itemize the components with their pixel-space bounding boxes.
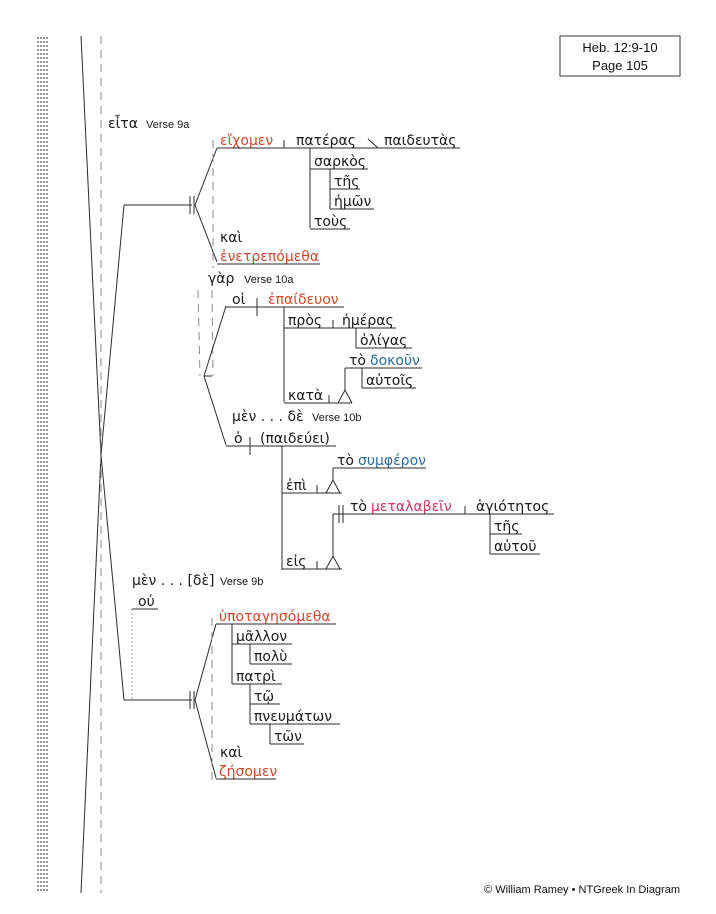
word-men-de: μὲν . . . δὲ xyxy=(232,409,304,425)
word-hemon: ἡμῶν xyxy=(334,194,372,210)
word-hoi: οἱ xyxy=(232,292,246,308)
word-to-dat: τῷ xyxy=(254,689,274,705)
label-verse-10a: Verse 10a xyxy=(244,274,294,286)
word-hypotagesometha: ὑποταγησόμεθα xyxy=(219,609,331,625)
kata-phrase: κατὰ τὸ δοκοῦν αὐτοῖς xyxy=(284,353,422,404)
hypotagesometha-modifiers: μᾶλλον πολὺ πατρὶ τῷ πνευμάτων τῶν xyxy=(231,624,340,745)
label-verse-9b: Verse 9b xyxy=(220,576,263,588)
word-kata: κατὰ xyxy=(288,388,323,404)
word-tes-2: τῆς xyxy=(494,519,520,535)
word-men-de-b: μὲν . . . [δὲ] xyxy=(132,573,215,589)
word-poly: πολὺ xyxy=(254,649,287,665)
word-enetrepometha: ἐνετρεπόμεθα xyxy=(220,249,319,265)
page-border xyxy=(37,37,48,893)
word-to-2: τὸ xyxy=(337,453,354,469)
word-oligas: ὀλίγας xyxy=(360,333,407,349)
word-pateras: πατέρας xyxy=(296,133,356,149)
word-gar: γὰρ xyxy=(208,271,235,287)
main-rules xyxy=(80,35,102,894)
word-ou: οὐ xyxy=(138,594,155,610)
word-tes-1: τῆς xyxy=(334,174,360,190)
eis-phrase: εἰς τὸ μεταλαβεῖν ἁγιότητος τῆς αὐτοῦ xyxy=(282,499,554,570)
word-pros: πρὸς xyxy=(288,313,322,329)
word-mallon: μᾶλλον xyxy=(236,629,287,645)
word-eichomen: εἴχομεν xyxy=(220,133,273,149)
word-autois: αὐτοῖς xyxy=(366,373,413,389)
word-patri: πατρὶ xyxy=(236,669,276,685)
clause-1-fork xyxy=(194,140,218,268)
footer-copyright: © William Ramey • NTGreek In Diagram xyxy=(484,884,680,896)
pros-phrase: πρὸς ἡμέρας ὀλίγας xyxy=(283,307,412,402)
clause-9b-fork xyxy=(194,618,217,780)
spine-connectors xyxy=(100,196,195,709)
word-ton: τῶν xyxy=(274,729,302,745)
word-dokoun: δοκοῦν xyxy=(370,353,420,369)
word-metalabein: μεταλαβεῖν xyxy=(371,499,452,515)
reference-text: Heb. 12:9-10 xyxy=(582,40,657,55)
word-kai-2: καὶ xyxy=(220,745,242,761)
word-epaideuon: ἐπαίδευον xyxy=(268,292,339,308)
word-paideutas: παιδευτὰς xyxy=(384,133,457,149)
word-epi: ἐπὶ xyxy=(286,478,307,494)
word-zesomen: ζήσομεν xyxy=(219,764,277,780)
word-kai-1: καὶ xyxy=(220,230,242,246)
word-ho: ὁ xyxy=(234,431,243,447)
word-eis: εἰς xyxy=(286,554,307,570)
page-number: Page 105 xyxy=(592,58,648,73)
label-verse-9a: Verse 9a xyxy=(146,119,190,131)
word-eita: εἶτα xyxy=(108,115,138,132)
word-tous: τοὺς xyxy=(314,214,347,230)
word-to-3: τὸ xyxy=(350,499,367,515)
epi-phrase: ἐπὶ τὸ συμφέρον xyxy=(281,446,426,570)
word-autou: αὐτοῦ xyxy=(494,539,536,555)
pateras-modifiers: σαρκὸς τῆς ἡμῶν τοὺς xyxy=(309,148,374,230)
word-to-1: τὸ xyxy=(349,353,366,369)
reference-box: Heb. 12:9-10 Page 105 xyxy=(559,35,681,77)
word-sarkos: σαρκὸς xyxy=(314,154,366,170)
word-paideuei: (παιδεύει) xyxy=(260,431,330,447)
clause-10-fork xyxy=(197,289,227,446)
label-verse-10b: Verse 10b xyxy=(312,412,362,424)
word-hemeras: ἡμέρας xyxy=(342,313,394,329)
word-hagiotetos: ἁγιότητος xyxy=(476,499,549,515)
word-pneumaton: πνευμάτων xyxy=(254,709,332,725)
word-sympheron: συμφέρον xyxy=(358,453,426,469)
